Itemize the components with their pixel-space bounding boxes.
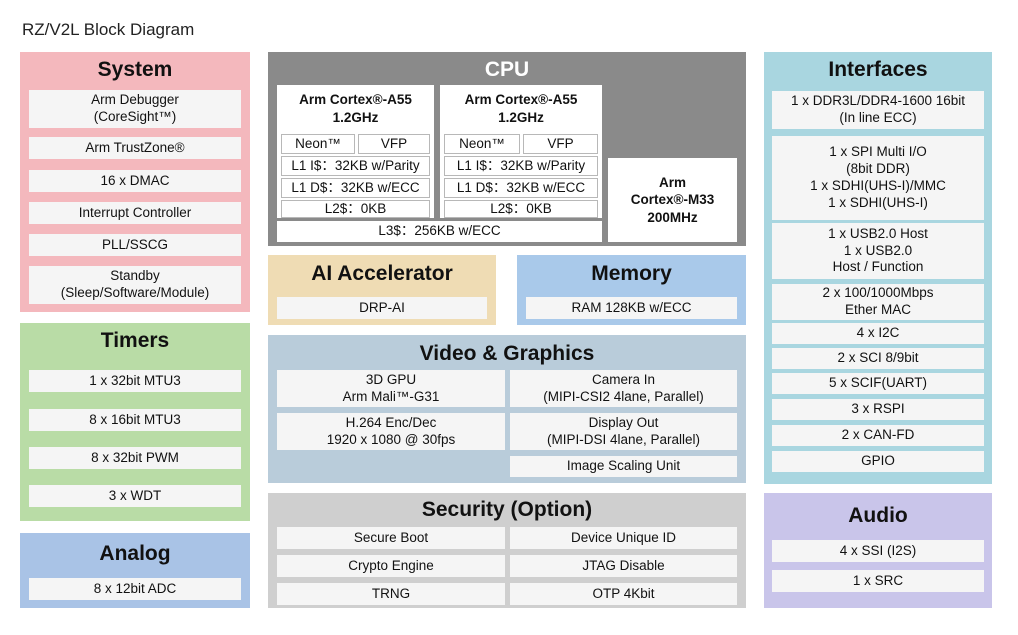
audio-title: Audio: [848, 504, 908, 527]
system-panel: System Arm Debugger (CoreSight™) Arm Tru…: [20, 52, 250, 312]
audio-item-ssi: 4 x SSI (I2S): [772, 540, 984, 562]
core-1-l2-cache: L2$：0KB: [281, 200, 430, 218]
interfaces-item-spi-sdhi: 1 x SPI Multi I/O (8bit DDR) 1 x SDHI(UH…: [772, 136, 984, 220]
interfaces-item-can-fd: 2 x CAN-FD: [772, 425, 984, 446]
core-2-l2-cache: L2$：0KB: [444, 200, 598, 218]
core-2-l1-icache: L1 I$：32KB w/Parity: [444, 156, 598, 176]
video-graphics-title: Video & Graphics: [419, 342, 595, 365]
core-2-l1-dcache: L1 D$：32KB w/ECC: [444, 178, 598, 198]
system-item-debugger: Arm Debugger (CoreSight™): [29, 90, 241, 128]
timers-item: 1 x 32bit MTU3: [29, 370, 241, 392]
video-item-display-out: Display Out (MIPI-DSI 4lane, Parallel): [510, 413, 737, 450]
video-item-3d-gpu: 3D GPU Arm Mali™-G31: [277, 370, 505, 407]
analog-item-adc: 8 x 12bit ADC: [29, 578, 241, 600]
cortex-a55-core-2: Arm Cortex®-A55 1.2GHz Neon™ VFP L1 I$：3…: [440, 85, 602, 218]
security-item-secure-boot: Secure Boot: [277, 527, 505, 549]
core-1-l1-dcache: L1 D$：32KB w/ECC: [281, 178, 430, 198]
interfaces-item-i2c: 4 x I2C: [772, 323, 984, 344]
memory-title: Memory: [591, 262, 672, 285]
security-title: Security (Option): [421, 498, 593, 521]
analog-panel: Analog 8 x 12bit ADC: [20, 533, 250, 608]
timers-item: 8 x 16bit MTU3: [29, 409, 241, 431]
security-item-device-unique-id: Device Unique ID: [510, 527, 737, 549]
video-graphics-panel: Video & Graphics 3D GPU Arm Mali™-G31 Ca…: [268, 335, 746, 483]
security-item-trng: TRNG: [277, 583, 505, 605]
timers-item: 3 x WDT: [29, 485, 241, 507]
ai-item-drp-ai: DRP-AI: [277, 297, 487, 319]
interfaces-item-rspi: 3 x RSPI: [772, 399, 984, 420]
security-panel: Security (Option) Secure Boot Device Uni…: [268, 493, 746, 608]
system-item-pll: PLL/SSCG: [29, 234, 241, 256]
timers-title: Timers: [100, 329, 170, 352]
cortex-a55-core-1: Arm Cortex®-A55 1.2GHz Neon™ VFP L1 I$：3…: [277, 85, 434, 218]
security-item-otp: OTP 4Kbit: [510, 583, 737, 605]
cpu-panel: CPU Arm Cortex®-A55 1.2GHz Neon™ VFP L1 …: [268, 52, 746, 246]
page-title: RZ/V2L Block Diagram: [22, 20, 195, 39]
security-item-crypto-engine: Crypto Engine: [277, 555, 505, 577]
core-2-title: Arm Cortex®-A55 1.2GHz: [464, 92, 578, 125]
core-2-vfp: VFP: [523, 134, 598, 154]
cortex-m33-core: Arm Cortex®-M33 200MHz: [608, 158, 737, 242]
system-item-trustzone: Arm TrustZone®: [29, 137, 241, 159]
core-1-vfp: VFP: [358, 134, 430, 154]
timers-panel: Timers 1 x 32bit MTU3 8 x 16bit MTU3 8 x…: [20, 323, 250, 521]
interfaces-item-gpio: GPIO: [772, 451, 984, 472]
core-2-neon: Neon™: [444, 134, 520, 154]
ai-accelerator-title: AI Accelerator: [311, 262, 453, 285]
timers-item: 8 x 32bit PWM: [29, 447, 241, 469]
security-item-jtag-disable: JTAG Disable: [510, 555, 737, 577]
core-1-title: Arm Cortex®-A55 1.2GHz: [299, 92, 412, 125]
system-item-standby: Standby (Sleep/Software/Module): [29, 266, 241, 304]
interfaces-item-sci: 2 x SCI 8/9bit: [772, 348, 984, 369]
l3-cache: L3$：256KB w/ECC: [277, 221, 602, 242]
system-title: System: [97, 58, 173, 81]
system-item-interrupt-controller: Interrupt Controller: [29, 202, 241, 224]
interfaces-item-scif: 5 x SCIF(UART): [772, 373, 984, 394]
core-1-l1-icache: L1 I$：32KB w/Parity: [281, 156, 430, 176]
audio-panel: Audio 4 x SSI (I2S) 1 x SRC: [764, 493, 992, 608]
cpu-title: CPU: [484, 58, 530, 81]
video-item-camera-in: Camera In (MIPI-CSI2 4lane, Parallel): [510, 370, 737, 407]
system-item-dmac: 16 x DMAC: [29, 170, 241, 192]
ai-accelerator-panel: AI Accelerator DRP-AI: [268, 255, 496, 325]
video-item-h264: H.264 Enc/Dec 1920 x 1080 @ 30fps: [277, 413, 505, 450]
core-1-neon: Neon™: [281, 134, 355, 154]
memory-item-ram: RAM 128KB w/ECC: [526, 297, 737, 319]
interfaces-item-usb: 1 x USB2.0 Host 1 x USB2.0 Host / Functi…: [772, 223, 984, 279]
interfaces-panel: Interfaces 1 x DDR3L/DDR4-1600 16bit (In…: [764, 52, 992, 484]
interfaces-item-ddr: 1 x DDR3L/DDR4-1600 16bit (In line ECC): [772, 91, 984, 129]
analog-title: Analog: [99, 542, 171, 565]
interfaces-title: Interfaces: [828, 58, 928, 81]
video-item-image-scaling: Image Scaling Unit: [510, 456, 737, 477]
interfaces-item-ether: 2 x 100/1000Mbps Ether MAC: [772, 284, 984, 320]
audio-item-src: 1 x SRC: [772, 570, 984, 592]
memory-panel: Memory RAM 128KB w/ECC: [517, 255, 746, 325]
